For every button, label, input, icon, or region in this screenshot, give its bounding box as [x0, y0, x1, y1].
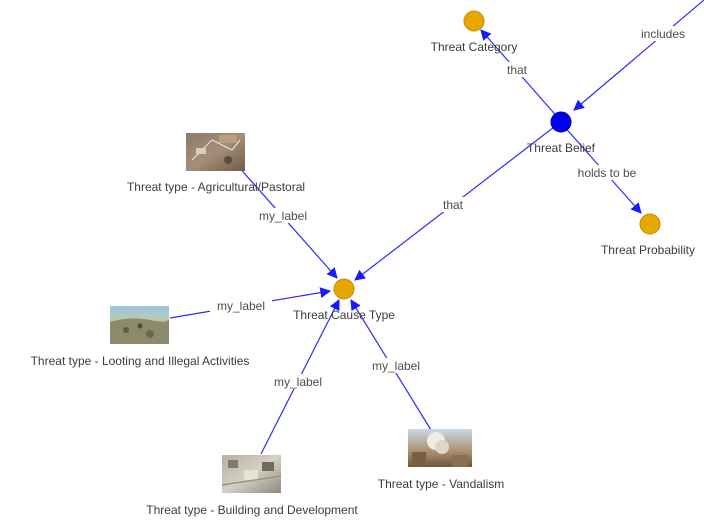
edge-label-bg	[439, 197, 467, 212]
node-label-threat-cause-type: Threat Cause Type	[293, 308, 395, 322]
edge-includes[interactable]: includes	[573, 0, 704, 111]
node-label-threat-belief: Threat Belief	[527, 141, 596, 155]
node-label-threat-category: Threat Category	[431, 40, 518, 54]
looting-thumbnail-image[interactable]	[110, 306, 170, 344]
edge-label-that: that	[507, 63, 528, 77]
edge-label-includes: includes	[641, 27, 685, 41]
edge-belief-probability[interactable]: holds to be	[561, 123, 642, 214]
edge-label-bg	[365, 358, 427, 373]
node-vandalism[interactable]: Threat type - Vandalism	[378, 429, 505, 491]
edge-building-cause[interactable]: my_label	[260, 299, 340, 455]
node-circle[interactable]	[639, 213, 661, 235]
node-threat-cause-type[interactable]: Threat Cause Type	[293, 278, 395, 322]
node-label-threat-probability: Threat Probability	[601, 243, 695, 257]
edge-label-holds-to-be: holds to be	[578, 166, 637, 180]
edge-agricultural-cause[interactable]: my_label	[236, 164, 338, 279]
node-circle[interactable]	[333, 278, 355, 300]
edge-label-bg	[572, 165, 642, 180]
agricultural-thumbnail-image[interactable]	[186, 133, 245, 171]
node-looting[interactable]: Threat type - Looting and Illegal Activi…	[31, 306, 250, 368]
vandalism-thumbnail-image[interactable]	[408, 429, 472, 467]
node-circle[interactable]	[463, 10, 485, 32]
node-label-vandalism: Threat type - Vandalism	[378, 477, 505, 491]
edge-label-bg	[267, 374, 329, 389]
edge-label-my-label: my_label	[259, 209, 307, 223]
node-agricultural[interactable]: Threat type - Agricultural/Pastoral	[127, 133, 305, 194]
edge-label-bg	[252, 208, 314, 223]
node-threat-probability[interactable]: Threat Probability	[601, 213, 695, 257]
edge-belief-category[interactable]: that	[480, 29, 561, 121]
edge-line	[573, 0, 704, 111]
node-circle[interactable]	[550, 111, 572, 133]
node-label-looting: Threat type - Looting and Illegal Activi…	[31, 354, 250, 368]
edge-label-my-label: my_label	[217, 299, 265, 313]
node-label-building: Threat type - Building and Development	[146, 503, 358, 517]
node-label-agricultural: Threat type - Agricultural/Pastoral	[127, 180, 305, 194]
edge-label-my-label: my_label	[274, 375, 322, 389]
edge-label-bg	[504, 62, 530, 77]
edge-label-that: that	[443, 198, 464, 212]
edge-belief-cause[interactable]: that	[354, 123, 559, 281]
edge-vandalism-cause[interactable]: my_label	[350, 299, 432, 431]
edge-label-my-label: my_label	[372, 359, 420, 373]
edge-label-bg	[210, 298, 272, 313]
node-threat-category[interactable]: Threat Category	[431, 10, 518, 54]
edge-looting-cause[interactable]: my_label	[169, 287, 332, 319]
node-threat-belief[interactable]: Threat Belief	[527, 111, 596, 155]
node-building[interactable]: Threat type - Building and Development	[146, 455, 358, 517]
building-thumbnail-image[interactable]	[221, 455, 282, 493]
edge-label-bg	[636, 26, 690, 41]
